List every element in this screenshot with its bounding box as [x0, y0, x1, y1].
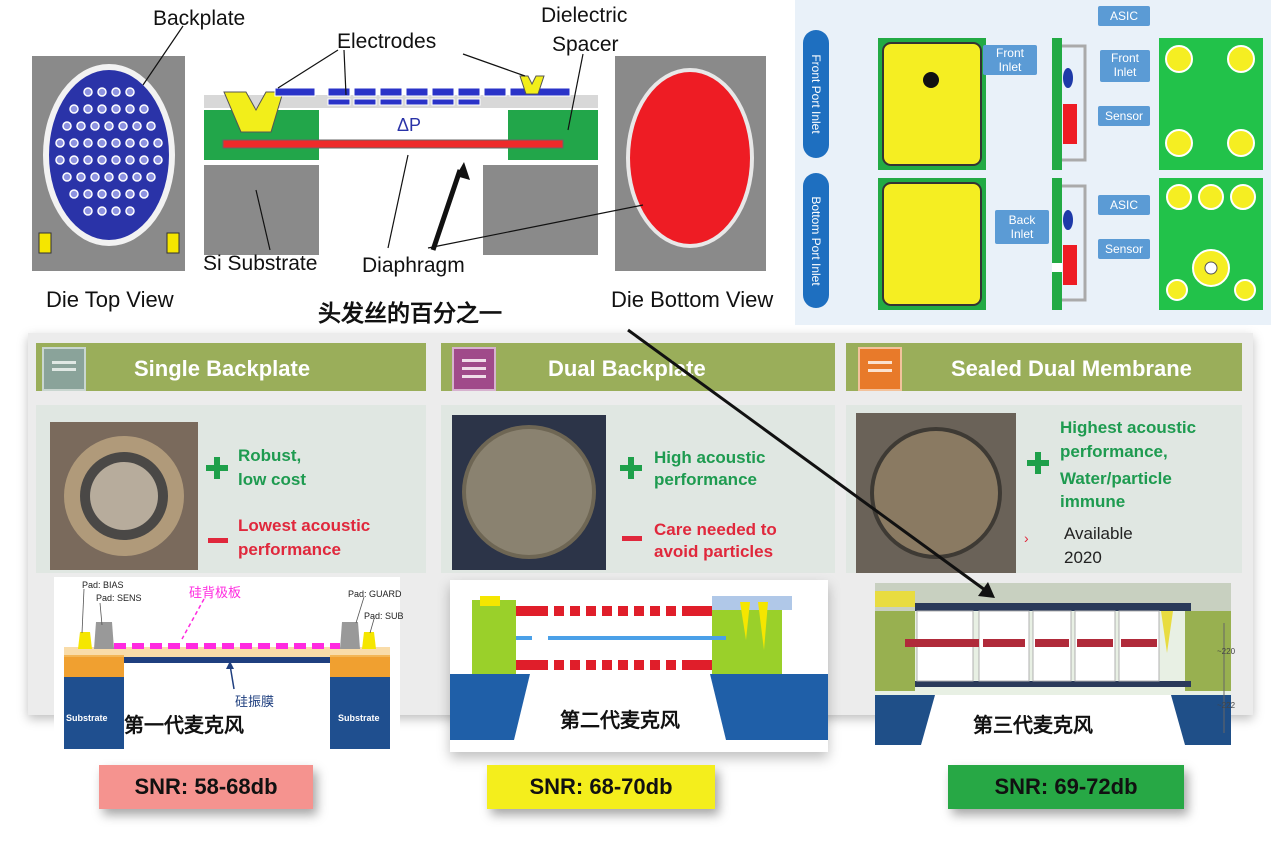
chevron-right-icon: ›: [1024, 530, 1029, 546]
panel-3-pro-3: Water/particle: [1060, 469, 1172, 488]
panel-1-con-1: Lowest acoustic: [238, 516, 371, 535]
plus-icon: [1027, 452, 1049, 474]
gen3-scale-top: ~220: [1217, 647, 1236, 656]
callout-sensor-1: Sensor: [1098, 106, 1150, 126]
callout-asic-2: ASIC: [1098, 195, 1150, 215]
panel-1-icon: [42, 347, 86, 391]
plus-icon: [206, 457, 228, 479]
gen1-pad-bias: Pad: BIAS: [82, 580, 124, 590]
panel-3-title: Sealed Dual Membrane: [951, 356, 1192, 381]
snr-badge-gen2: SNR: 68-70db: [487, 765, 715, 809]
callout-front-inlet-2: Front Inlet: [1100, 50, 1150, 82]
panel-3-pro-2: performance,: [1060, 442, 1168, 461]
panel-1-title: Single Backplate: [134, 356, 311, 381]
plus-icon: [620, 457, 642, 479]
label-diaphragm: Diaphragm: [362, 254, 465, 277]
panel-1-pro-1: Robust,: [238, 446, 302, 465]
panel-1-header: [36, 343, 426, 391]
minus-icon: [622, 536, 642, 541]
gen1-pad-sens: Pad: SENS: [96, 593, 142, 603]
callout-sensor-2: Sensor: [1098, 239, 1150, 259]
minus-icon: [208, 538, 228, 543]
die-bottom-view-image: [615, 56, 766, 271]
gen1-label: 第一代麦克风: [124, 715, 244, 737]
panel-3-pro-4: immune: [1060, 492, 1126, 511]
label-si-substrate: Si Substrate: [203, 252, 318, 275]
label-electrodes: Electrodes: [337, 30, 437, 53]
gen3-cross-section: ~220 ~222 第三代麦克风: [875, 583, 1235, 745]
snr-badge-gen3: SNR: 69-72db: [948, 765, 1184, 809]
label-die-top-view: Die Top View: [46, 287, 174, 312]
panel-1-con-2: performance: [238, 540, 341, 559]
panel-1-pro-2: low cost: [238, 470, 307, 489]
label-dielectric: Dielectric: [541, 4, 628, 27]
panel-2-con-1: Care needed to: [654, 520, 777, 539]
gen1-membrane-label: 硅振膜: [235, 694, 275, 709]
bottom-port-tab: Bottom Port Inlet: [803, 173, 829, 308]
panel-2-pro-2: performance: [654, 470, 757, 489]
label-backplate: Backplate: [153, 7, 246, 30]
panel-2-pro-1: High acoustic: [654, 448, 766, 467]
panel-2-icon: [452, 347, 496, 391]
label-die-bottom-view: Die Bottom View: [611, 287, 774, 312]
panel-3-available-2: 2020: [1064, 548, 1102, 567]
die-top-view-image: [32, 56, 185, 271]
mems-structure-diagram: Backplate Electrodes Dielectric Spacer Δ…: [28, 0, 778, 325]
callout-front-inlet-1: Front Inlet: [983, 45, 1037, 75]
panel-3-icon: [858, 347, 902, 391]
gen1-cross-section: Pad: BIAS Pad: SENS Pad: GUARD Pad: SUB …: [54, 577, 404, 749]
front-port-tab: Front Port Inlet: [803, 30, 829, 158]
gen2-cross-section: 第二代麦克风: [450, 580, 828, 752]
gen1-backplate-label: 硅背极板: [189, 585, 242, 600]
gen1-pad-sub: Pad: SUB: [364, 611, 404, 621]
gen1-pad-guard: Pad: GUARD: [348, 589, 402, 599]
panel-3-pro-1: Highest acoustic: [1060, 418, 1197, 437]
panel-3-available-1: Available: [1064, 524, 1133, 543]
snr-badge-gen1: SNR: 58-68db: [99, 765, 313, 809]
chip-photo-3: [856, 413, 1016, 573]
port-inlet-diagram: Front Port Inlet Bottom Port Inlet Front…: [795, 0, 1271, 325]
gen1-substrate-left: Substrate: [66, 713, 108, 723]
panel-2-con-2: avoid particles: [654, 542, 774, 561]
chip-photo-2: [452, 415, 606, 570]
gen3-scale-bottom: ~222: [1217, 701, 1236, 710]
callout-back-inlet: Back Inlet: [995, 210, 1049, 244]
label-spacer: Spacer: [552, 33, 619, 56]
panel-2-title: Dual Backplate: [548, 356, 706, 381]
hair-annotation: 头发丝的百分之一: [318, 300, 502, 326]
callout-asic-1: ASIC: [1098, 6, 1150, 26]
label-delta-p: ΔP: [397, 115, 422, 135]
gen1-substrate-right: Substrate: [338, 713, 380, 723]
cross-section-image: [204, 75, 598, 255]
chip-photo-1: [50, 422, 198, 570]
gen3-label: 第三代麦克风: [973, 715, 1093, 737]
gen2-label: 第二代麦克风: [560, 710, 680, 732]
